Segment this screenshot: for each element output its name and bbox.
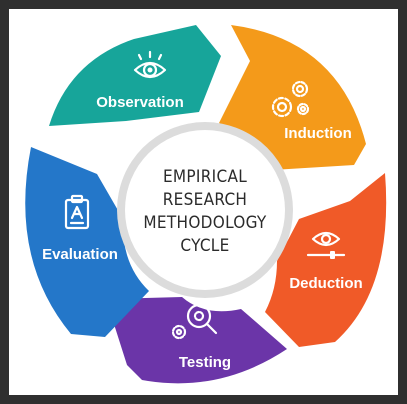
segment-deduction: [265, 173, 387, 347]
label-deduction: Deduction: [289, 275, 362, 292]
eye-slider-icon: [306, 231, 346, 259]
segment-induction: [219, 25, 366, 171]
label-induction: Induction: [284, 125, 352, 142]
gears-icon: [271, 80, 310, 118]
magnifier-gear-icon: [171, 303, 218, 340]
diagram-canvas: EMPIRICAL RESEARCH METHODOLOGY CYCLE Obs…: [9, 9, 398, 395]
center-title-line-1: EMPIRICAL: [163, 167, 247, 187]
clipboard-grade-icon: [64, 194, 90, 230]
segment-testing: [106, 297, 287, 384]
cycle-diagram: EMPIRICAL RESEARCH METHODOLOGY CYCLE Obs…: [25, 25, 387, 384]
label-testing: Testing: [179, 354, 231, 371]
center-circle: [125, 130, 285, 290]
center-title-line-3: METHODOLOGY: [143, 213, 267, 233]
eye-icon: [133, 50, 167, 79]
center-title-line-4: CYCLE: [180, 236, 229, 256]
label-observation: Observation: [96, 94, 184, 111]
center-title-line-2: RESEARCH: [163, 190, 248, 210]
label-evaluation: Evaluation: [42, 246, 118, 263]
segment-evaluation: [25, 147, 149, 337]
segment-observation: [49, 25, 221, 126]
